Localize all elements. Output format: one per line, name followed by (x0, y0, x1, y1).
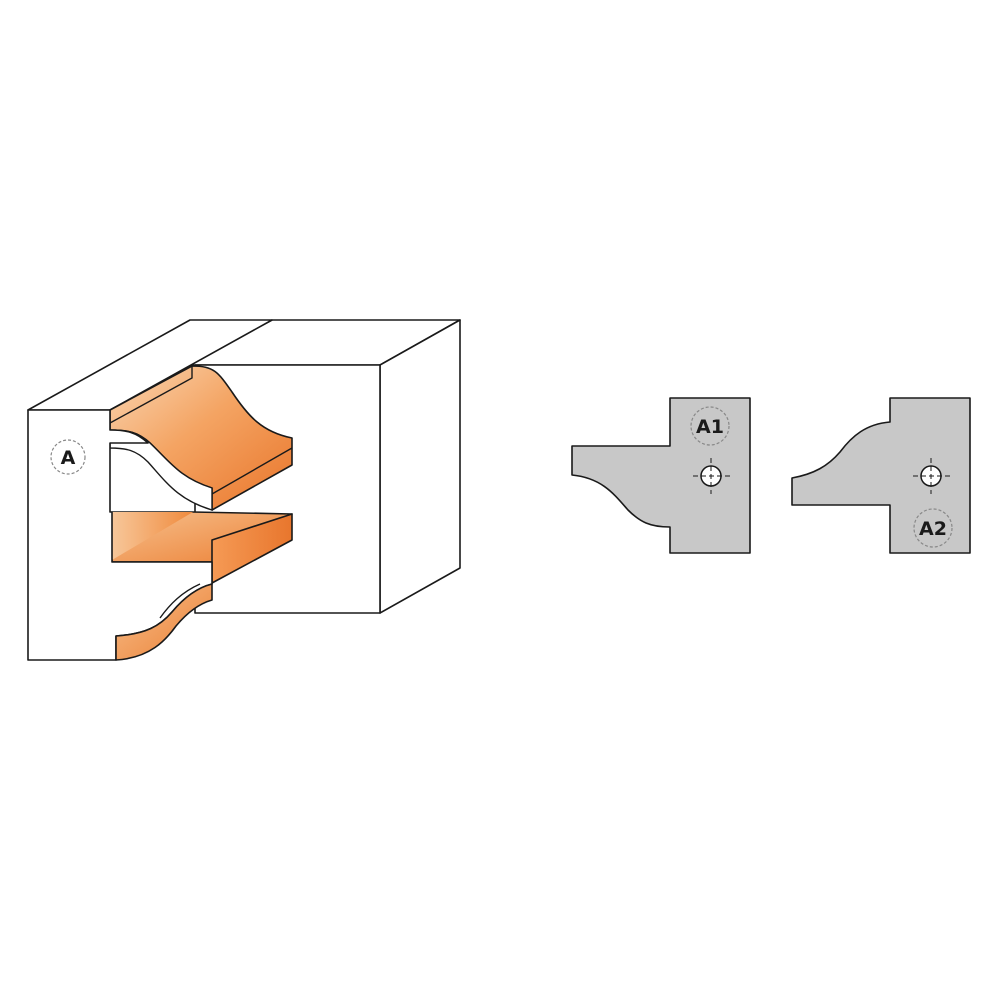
profile-label-circle (50, 439, 86, 475)
upper-profile-groove-line (109, 366, 193, 424)
knife-a2-label-circle (913, 508, 953, 548)
profile-label-a: A (50, 439, 86, 475)
right-block-side-face (379, 319, 461, 614)
profile-label-text: A (61, 447, 76, 469)
upper-ogee-edge (109, 429, 213, 511)
lower-ogee-face (115, 583, 213, 661)
upper-profile-surface (109, 365, 293, 511)
knife-a2: A2 (791, 397, 971, 554)
workpiece-illustration: A (27, 319, 461, 661)
knife-a2-label: A2 (919, 518, 947, 540)
upper-profile-lip-line (211, 447, 293, 495)
knife-a1: A1 (571, 397, 751, 554)
knife-a1-label: A1 (696, 416, 724, 438)
tongue-highlight (112, 512, 193, 560)
lower-ogee-line (159, 583, 201, 619)
knife-a1-label-circle (690, 406, 730, 446)
